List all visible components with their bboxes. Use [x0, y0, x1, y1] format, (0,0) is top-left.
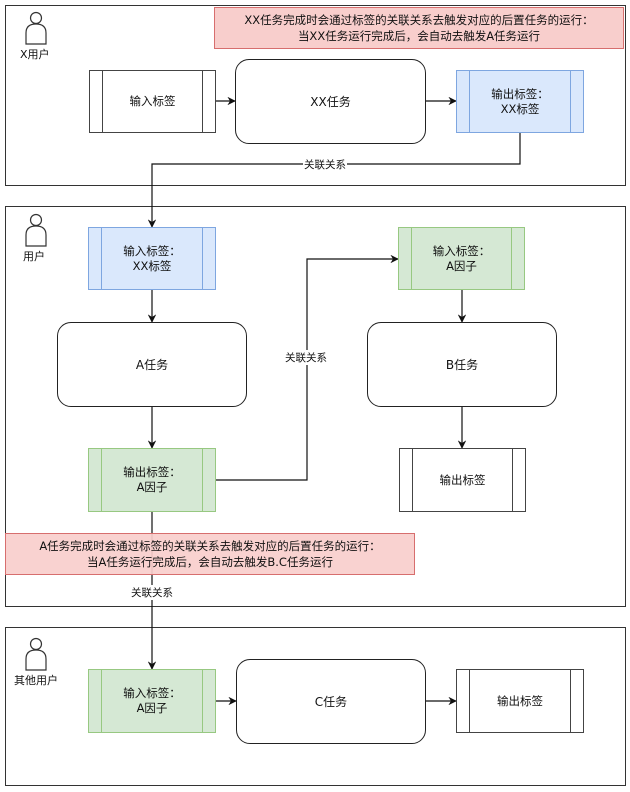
actor-icon — [25, 637, 47, 671]
a-input-tag-box[interactable]: 输入标签： XX标签 — [88, 227, 216, 290]
input-tag-box[interactable]: 输入标签 — [89, 70, 216, 133]
c-input-tag-label: 输入标签： A因子 — [123, 686, 181, 715]
note-a-trigger: A任务完成时会通过标签的关联关系去触发对应的后置任务的运行： 当A任务运行完成后… — [5, 533, 415, 575]
note-line: A任务完成时会通过标签的关联关系去触发对应的后置任务的运行： — [39, 539, 381, 553]
actor-icon — [25, 11, 47, 45]
b-output-tag-label: 输出标签 — [439, 472, 486, 487]
edge-label-a-to-c: 关联关系 — [130, 585, 174, 600]
task-b[interactable]: B任务 — [367, 322, 557, 407]
task-b-label: B任务 — [445, 358, 479, 372]
task-a-label: A任务 — [135, 358, 169, 372]
c-input-tag-box[interactable]: 输入标签： A因子 — [88, 669, 216, 733]
a-input-tag-label: 输入标签： XX标签 — [123, 243, 181, 273]
note-line: 当A任务运行完成后，会自动去触发B.C任务运行 — [87, 555, 333, 569]
actor-label: 用户 — [23, 250, 45, 263]
task-xx[interactable]: XX任务 — [235, 59, 426, 144]
output-tag-xx-label: 输出标签： XX标签 — [491, 86, 549, 116]
b-input-tag-box[interactable]: 输入标签： A因子 — [398, 227, 525, 290]
b-output-tag-box[interactable]: 输出标签 — [399, 448, 526, 512]
c-output-tag-box[interactable]: 输出标签 — [456, 669, 584, 733]
edge-label-xx-to-a: 关联关系 — [303, 157, 347, 172]
task-xx-label: XX任务 — [310, 95, 351, 109]
task-a[interactable]: A任务 — [57, 322, 247, 407]
edge-label-a-to-b: 关联关系 — [284, 350, 328, 365]
b-input-tag-label: 输入标签： A因子 — [432, 243, 491, 273]
actor-label: X用户 — [20, 48, 50, 61]
output-tag-xx-box[interactable]: 输出标签： XX标签 — [456, 70, 584, 133]
a-output-tag-box[interactable]: 输出标签： A因子 — [88, 448, 216, 512]
a-output-tag-label: 输出标签： A因子 — [123, 465, 181, 494]
note-xx-trigger: XX任务完成时会通过标签的关联关系去触发对应的后置任务的运行： 当XX任务运行完… — [214, 7, 624, 49]
actor-label: 其他用户 — [14, 674, 58, 687]
task-c-label: C任务 — [314, 695, 348, 709]
note-line: 当XX任务运行完成后，会自动去触发A任务运行 — [297, 29, 541, 43]
actor-icon — [25, 213, 47, 247]
task-c[interactable]: C任务 — [236, 659, 426, 744]
input-tag-label: 输入标签 — [129, 94, 176, 108]
note-line: XX任务完成时会通过标签的关联关系去触发对应的后置任务的运行： — [244, 13, 594, 27]
c-output-tag-label: 输出标签 — [497, 693, 543, 708]
